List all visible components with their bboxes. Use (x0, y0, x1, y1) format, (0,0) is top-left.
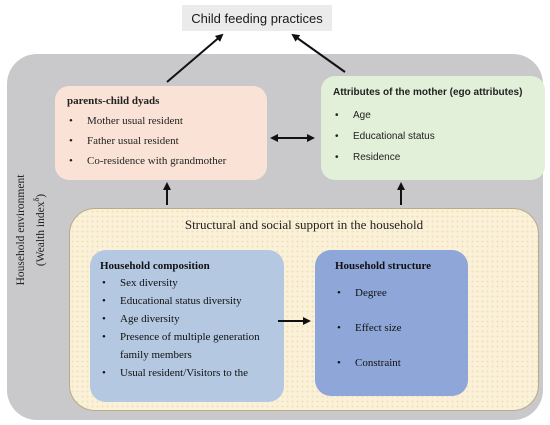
household-structure-box: Household structure Degree Effect size C… (315, 250, 468, 396)
mother-attributes-box: Attributes of the mother (ego attributes… (321, 76, 545, 180)
attributes-item: Educational status (333, 126, 535, 147)
dyads-item: Co-residence with grandmother (67, 151, 257, 171)
structure-title: Household structure (335, 260, 432, 272)
child-feeding-practices-box: Child feeding practices (182, 5, 332, 31)
composition-item: Age diversity (100, 310, 276, 328)
parents-child-dyads-box: parents-child dyads Mother usual residen… (55, 86, 267, 180)
dyads-title: parents-child dyads (67, 95, 160, 107)
social-support-title: Structural and social support in the hou… (184, 217, 424, 232)
arrow-dyads-to-feeding (166, 33, 224, 83)
composition-item: Presence of multiple generation family m… (100, 328, 276, 364)
household-composition-box: Household composition Sex diversity Educ… (90, 250, 284, 402)
composition-item: Usual resident/Visitors to the (100, 364, 276, 382)
attributes-item: Residence (333, 147, 535, 168)
structure-item: Degree (335, 284, 460, 302)
attributes-title: Attributes of the mother (ego attributes… (333, 87, 523, 98)
structure-item: Constraint (335, 354, 460, 372)
composition-item: Educational status diversity (100, 292, 276, 310)
attributes-item: Age (333, 105, 535, 126)
dyads-item: Mother usual resident (67, 111, 257, 131)
structure-item: Effect size (335, 319, 460, 337)
arrow-attributes-to-feeding (291, 33, 346, 73)
child-feeding-practices-label: Child feeding practices (191, 10, 323, 26)
dyads-item: Father usual resident (67, 131, 257, 151)
composition-item: Sex diversity (100, 274, 276, 292)
composition-title: Household composition (100, 260, 210, 272)
